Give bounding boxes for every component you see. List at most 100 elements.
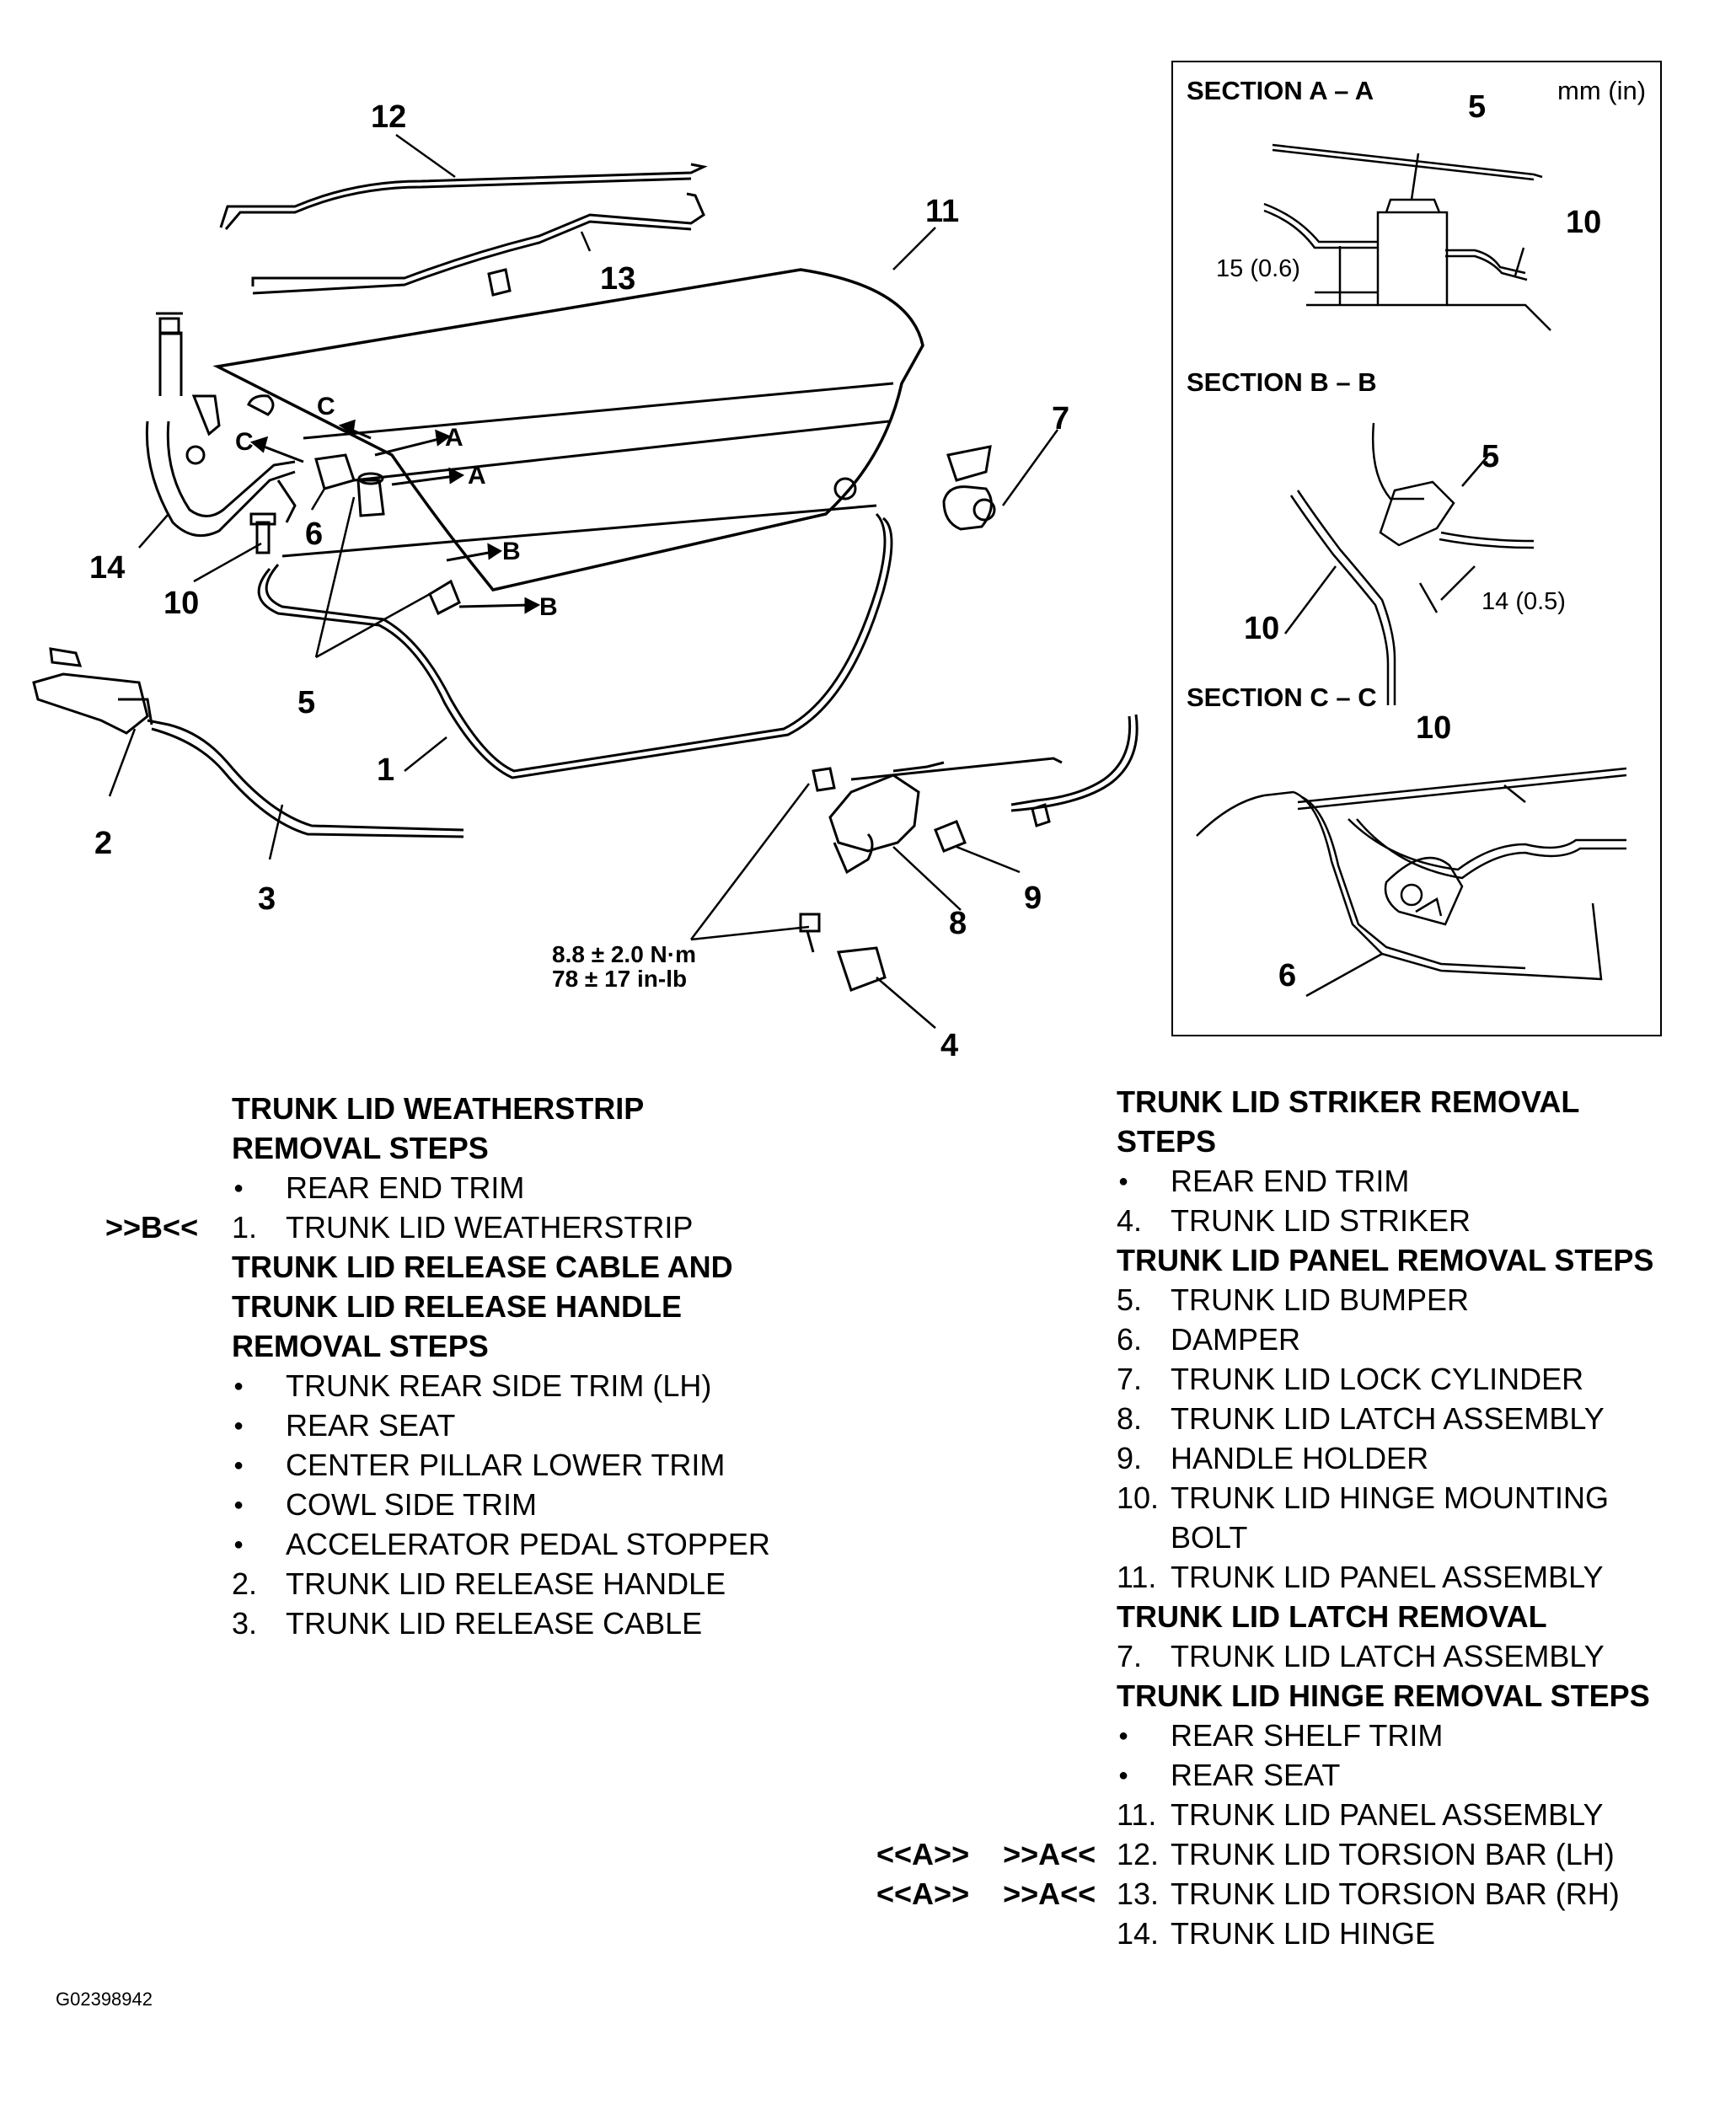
step-number: 11. bbox=[1117, 1560, 1157, 1594]
trunk-lid-panel-illustration bbox=[212, 268, 924, 592]
section-bb-drawing bbox=[1284, 422, 1535, 705]
callout-1: 1 bbox=[377, 752, 395, 788]
procedure-text: TRUNK LID LATCH REMOVAL bbox=[1117, 1599, 1547, 1634]
section-aa-label-5: 5 bbox=[1468, 89, 1487, 125]
callout-9: 9 bbox=[1024, 881, 1042, 916]
procedure-text: REMOVAL STEPS bbox=[232, 1131, 489, 1165]
step-number: 1. bbox=[232, 1210, 258, 1245]
clip-illustration bbox=[487, 268, 512, 297]
section-aa-label-10: 10 bbox=[1566, 205, 1602, 240]
procedures-right: TRUNK LID STRIKER REMOVALSTEPSREAR END T… bbox=[876, 1082, 1654, 1953]
section-marker-c-1: C bbox=[317, 393, 335, 420]
section-marker-a-2: A bbox=[468, 462, 486, 490]
procedure-step: 3.TRUNK LID RELEASE CABLE bbox=[232, 1603, 770, 1643]
procedure-text: TRUNK LID HINGE REMOVAL STEPS bbox=[1117, 1678, 1650, 1713]
bullet-icon bbox=[232, 1405, 286, 1451]
callout-3: 3 bbox=[258, 881, 276, 917]
section-marker-b-2: B bbox=[539, 593, 558, 621]
procedure-heading: TRUNK LID RELEASE HANDLE bbox=[232, 1287, 770, 1326]
procedure-text: HANDLE HOLDER bbox=[1171, 1441, 1429, 1475]
procedure-text: TRUNK LID WEATHERSTRIP bbox=[286, 1210, 694, 1245]
section-bb-label-5: 5 bbox=[1481, 439, 1500, 474]
procedure-text: TRUNK LID LATCH ASSEMBLY bbox=[1171, 1401, 1605, 1436]
procedure-text: TRUNK LID RELEASE CABLE bbox=[286, 1606, 703, 1641]
section-marker-a-1: A bbox=[445, 424, 463, 452]
section-cc-label-10: 10 bbox=[1416, 710, 1452, 746]
procedure-text: TRUNK LID STRIKER REMOVAL bbox=[1117, 1084, 1580, 1119]
procedure-text: TRUNK LID RELEASE HANDLE bbox=[286, 1566, 726, 1601]
section-panel-frame bbox=[1171, 61, 1662, 1036]
step-number: 5. bbox=[1117, 1282, 1143, 1317]
step-number: 4. bbox=[1117, 1203, 1143, 1238]
step-number: 10. bbox=[1117, 1480, 1160, 1515]
procedure-heading: TRUNK LID HINGE REMOVAL STEPS bbox=[1117, 1676, 1653, 1716]
bullet-icon bbox=[232, 1168, 286, 1213]
procedure-text: TRUNK LID PANEL ASSEMBLY bbox=[1171, 1797, 1604, 1832]
procedure-text: TRUNK LID RELEASE HANDLE bbox=[232, 1289, 683, 1324]
procedure-heading: REMOVAL STEPS bbox=[232, 1128, 770, 1168]
step-number: 8. bbox=[1117, 1401, 1143, 1436]
procedure-step: 5. TRUNK LID BUMPER bbox=[1117, 1280, 1653, 1320]
callout-11: 11 bbox=[925, 194, 960, 229]
callout-4: 4 bbox=[940, 1028, 959, 1063]
procedure-heading: TRUNK LID STRIKER REMOVAL bbox=[1117, 1082, 1653, 1122]
weatherstrip-illustration bbox=[257, 504, 893, 779]
leader-lines bbox=[108, 133, 1059, 1029]
callout-7: 7 bbox=[1052, 401, 1070, 436]
bullet-icon bbox=[1117, 1716, 1171, 1761]
reference-tag: <<A>> >>A<< bbox=[876, 1876, 1096, 1911]
procedure-bullet: CENTER PILLAR LOWER TRIM bbox=[232, 1445, 770, 1485]
release-handle-cable-illustration bbox=[32, 647, 464, 838]
step-number: 13. bbox=[1117, 1876, 1160, 1911]
procedure-bullet: REAR SEAT bbox=[232, 1405, 770, 1445]
section-aa-dimension: 15 (0.6) bbox=[1216, 255, 1300, 282]
procedure-bullet: ACCELERATOR PEDAL STOPPER bbox=[232, 1524, 770, 1564]
procedure-text: DAMPER bbox=[1171, 1322, 1301, 1357]
procedure-text: TRUNK LID HINGE MOUNTING bbox=[1171, 1480, 1610, 1515]
procedures-left: TRUNK LID WEATHERSTRIP REMOVAL STEPS REAR … bbox=[105, 1089, 770, 1643]
bullet-icon bbox=[232, 1445, 286, 1491]
procedure-text: TRUNK LID PANEL REMOVAL STEPS bbox=[1117, 1243, 1654, 1277]
section-marker-b-1: B bbox=[502, 538, 521, 565]
exploded-diagram bbox=[32, 133, 1139, 1029]
section-bb-label-10: 10 bbox=[1244, 611, 1280, 646]
procedure-text: TRUNK LID LOCK CYLINDER bbox=[1171, 1362, 1584, 1396]
callout-12: 12 bbox=[371, 99, 407, 135]
procedure-bullet: REAR SHELF TRIM bbox=[1117, 1716, 1653, 1755]
procedure-text: REAR END TRIM bbox=[1171, 1164, 1410, 1198]
procedure-text: TRUNK LID TORSION BAR (LH) bbox=[1171, 1837, 1615, 1871]
torque-spec: 8.8 ± 2.0 N·m 78 ± 17 in-lb bbox=[552, 942, 696, 992]
procedure-text: TRUNK LID HINGE bbox=[1171, 1916, 1436, 1951]
bullet-icon bbox=[1117, 1755, 1171, 1801]
procedure-heading: TRUNK LID LATCH REMOVAL bbox=[1117, 1597, 1653, 1636]
callout-5: 5 bbox=[297, 685, 316, 720]
procedure-text: COWL SIDE TRIM bbox=[286, 1487, 538, 1522]
procedure-bullet: COWL SIDE TRIM bbox=[232, 1485, 770, 1524]
procedure-step: 7.TRUNK LID LOCK CYLINDER bbox=[1117, 1359, 1653, 1399]
procedure-heading: REMOVAL STEPS bbox=[232, 1326, 770, 1366]
step-number: 12. bbox=[1117, 1837, 1160, 1871]
procedure-bullet: TRUNK REAR SIDE TRIM (LH) bbox=[232, 1366, 770, 1405]
torsion-bar-lh-illustration bbox=[219, 163, 708, 230]
procedure-text: TRUNK LID WEATHERSTRIP bbox=[232, 1091, 645, 1126]
bullet-icon bbox=[232, 1366, 286, 1411]
trunk-lid-hinge-illustration bbox=[145, 312, 297, 554]
procedure-text: TRUNK LID BUMPER bbox=[1171, 1282, 1470, 1317]
procedure-step: 9.HANDLE HOLDER bbox=[1117, 1438, 1653, 1478]
damper-bumper-illustration bbox=[247, 394, 461, 616]
section-cc-title: SECTION C – C bbox=[1187, 683, 1377, 712]
procedure-text: BOLT bbox=[1171, 1520, 1248, 1555]
procedure-text: TRUNK LID TORSION BAR (RH) bbox=[1171, 1876, 1620, 1911]
step-number: 7. bbox=[1117, 1639, 1143, 1673]
section-cc-drawing bbox=[1196, 767, 1627, 998]
section-aa-drawing bbox=[1263, 143, 1551, 331]
procedure-step: 6.DAMPER bbox=[1117, 1320, 1653, 1359]
procedure-text: REAR SHELF TRIM bbox=[1171, 1718, 1444, 1753]
procedure-text: TRUNK LID RELEASE CABLE AND bbox=[232, 1250, 733, 1284]
section-bb-dimension: 14 (0.5) bbox=[1481, 588, 1566, 615]
section-bb-title: SECTION B – B bbox=[1187, 367, 1377, 397]
procedure-step: 10. TRUNK LID HINGE MOUNTING bbox=[1117, 1478, 1653, 1518]
procedure-text: TRUNK LID STRIKER bbox=[1171, 1203, 1471, 1238]
step-number: 2. bbox=[232, 1566, 258, 1601]
torsion-bar-rh-illustration bbox=[251, 192, 705, 295]
